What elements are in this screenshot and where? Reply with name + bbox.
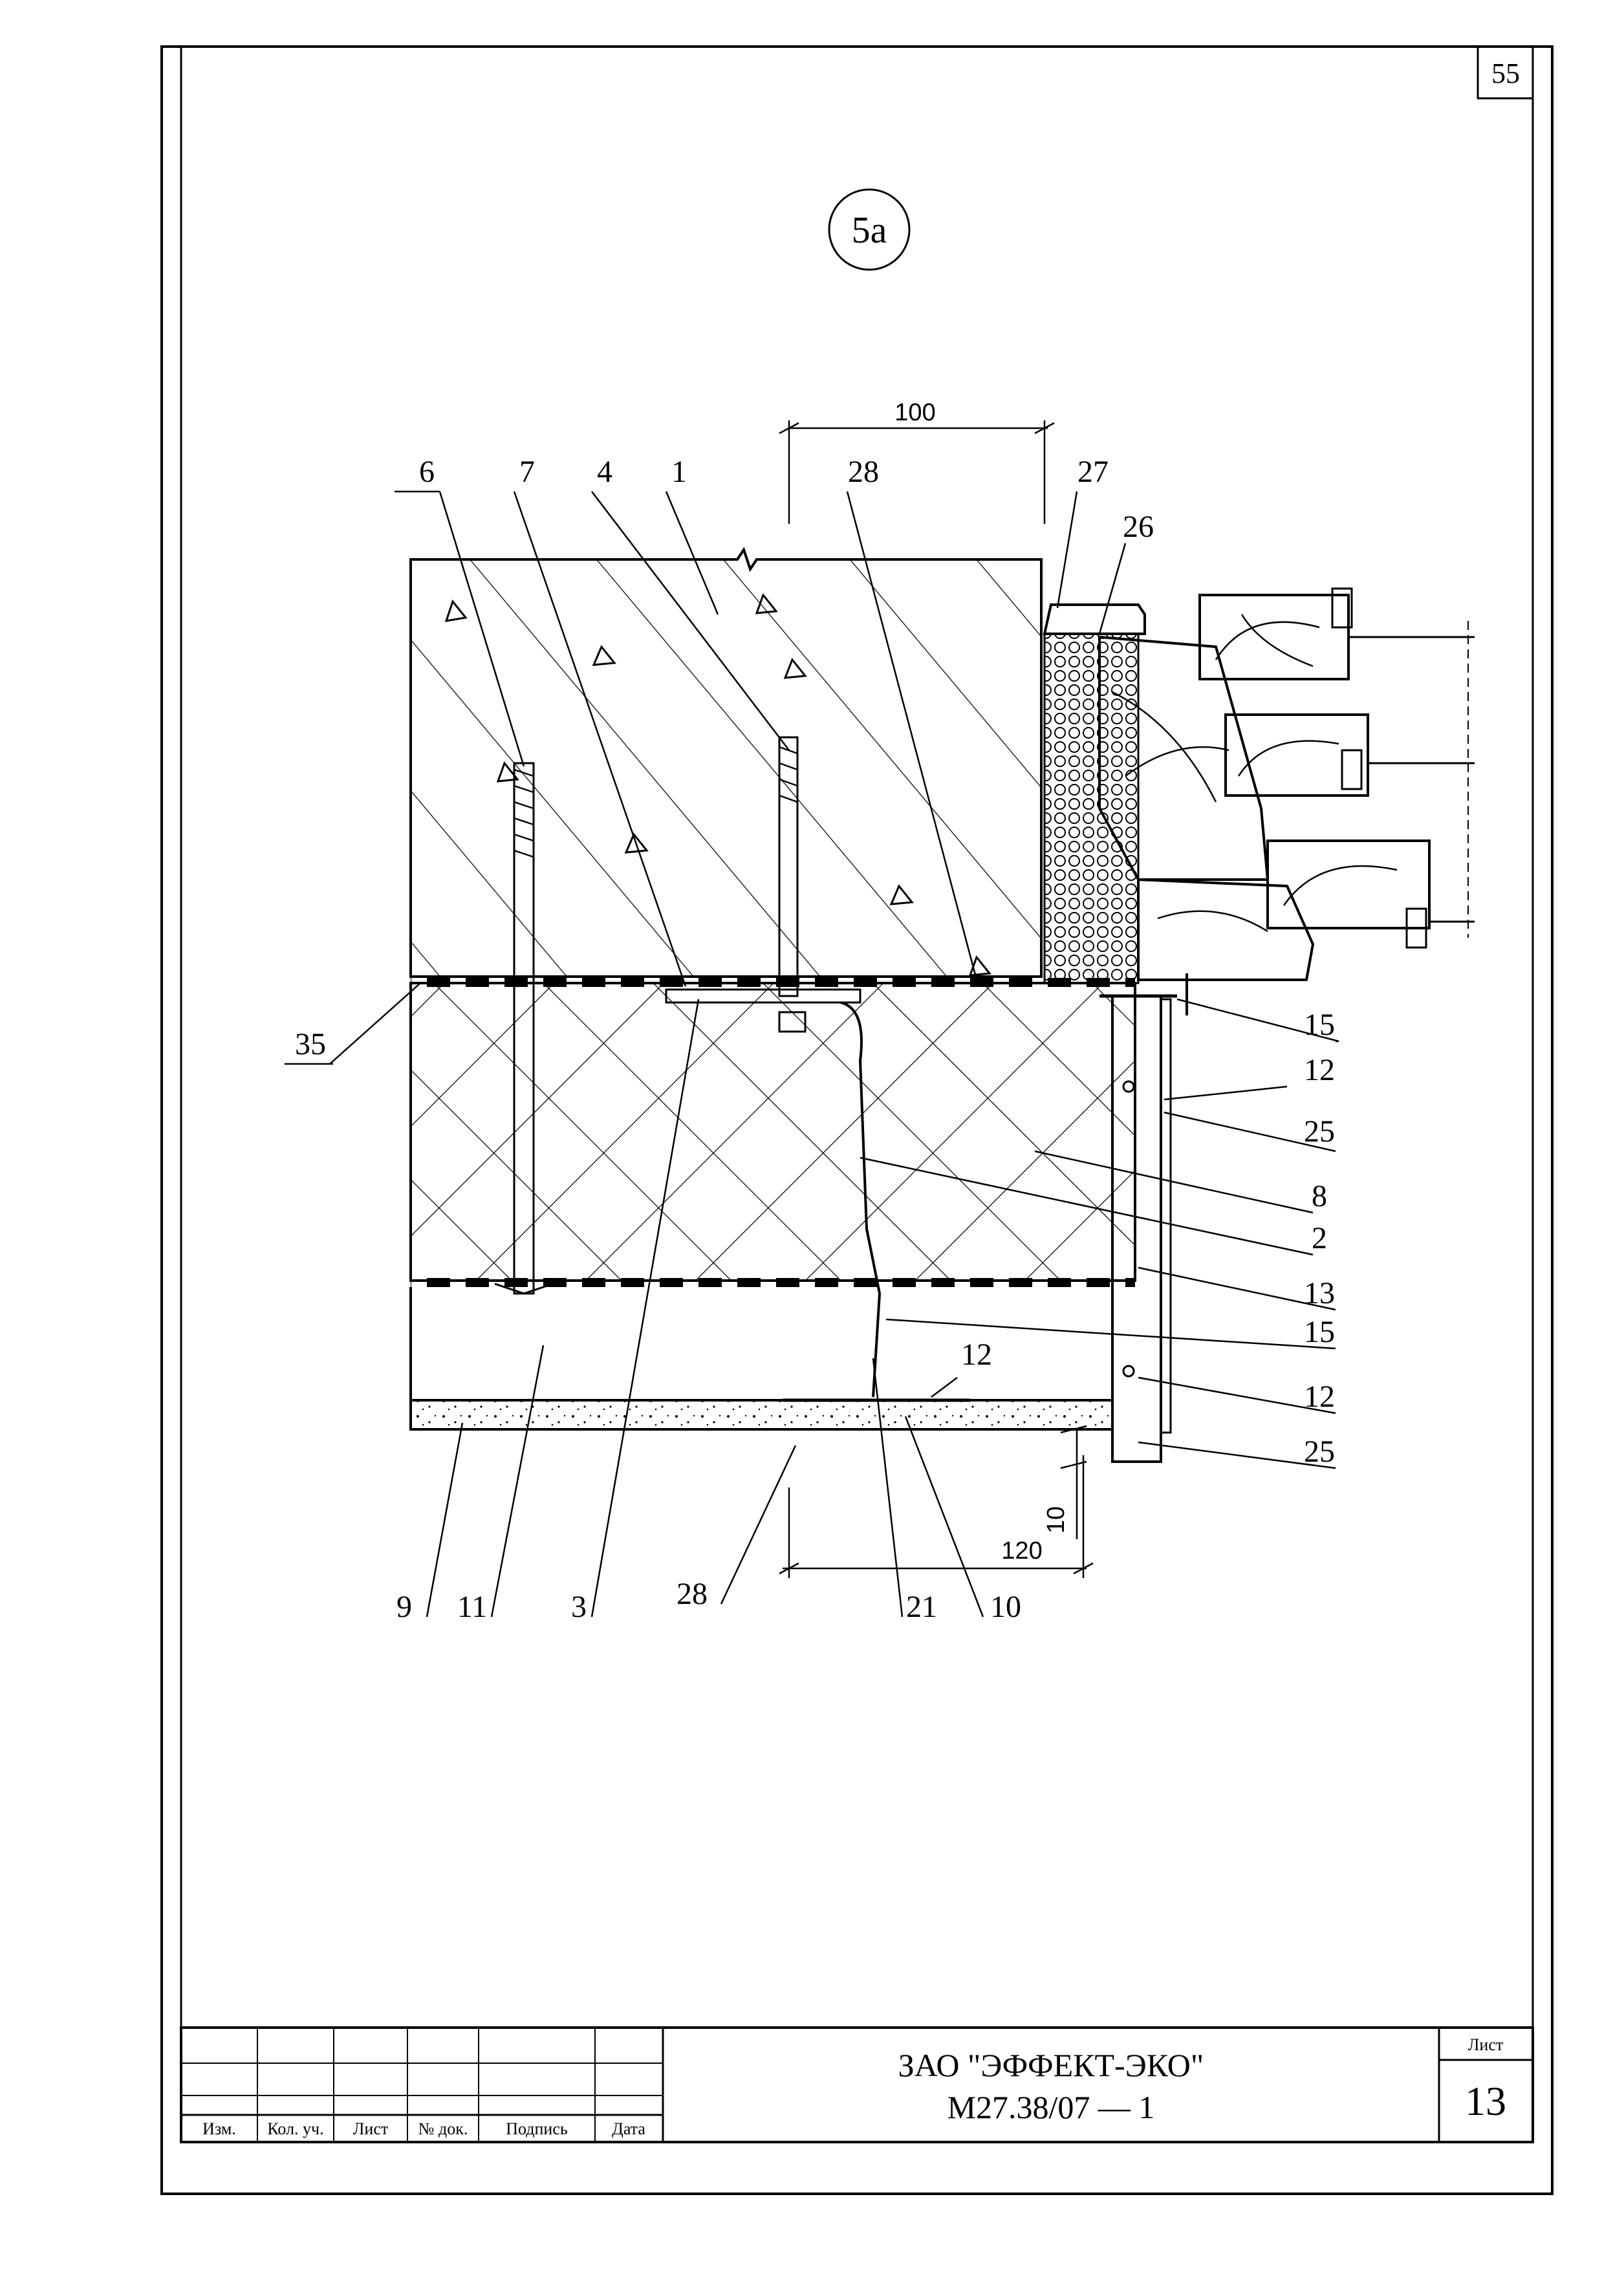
callout-12-lower: 12: [1304, 1380, 1335, 1414]
callout-21: 21: [906, 1590, 937, 1624]
callout-12-upper: 12: [1304, 1053, 1335, 1087]
callout-10: 10: [990, 1590, 1021, 1624]
callout-15-lower: 15: [1304, 1315, 1335, 1349]
callout-28-top: 28: [848, 455, 879, 489]
dimension-vertical: 10: [1043, 1506, 1070, 1533]
callout-6: 6: [419, 455, 435, 489]
callout-25-upper: 25: [1304, 1114, 1335, 1149]
document-code: М27.38/07 — 1: [947, 2089, 1155, 2125]
page-number: 55: [1491, 58, 1520, 89]
concrete-wall: [409, 547, 1043, 978]
header-kol-uch: Кол. уч.: [267, 2119, 323, 2138]
dimension-lines: [779, 420, 1094, 1578]
dimension-top: 100: [894, 399, 935, 426]
callout-8: 8: [1312, 1179, 1327, 1213]
callout-27: 27: [1077, 455, 1109, 489]
callout-28-bottom: 28: [677, 1577, 708, 1611]
callout-25-lower: 25: [1304, 1435, 1335, 1469]
dimension-bottom: 120: [1001, 1537, 1042, 1565]
callout-26: 26: [1123, 510, 1154, 544]
callout-4: 4: [597, 455, 612, 489]
header-doc-number: № док.: [418, 2119, 468, 2138]
header-date: Дата: [612, 2119, 645, 2138]
leader-lines: [329, 490, 1339, 1618]
callouts-top: 6 7 4 1 28 27 26: [419, 455, 1154, 544]
header-list: Лист: [353, 2119, 388, 2138]
callouts-bottom: 9 11 3 28 21 10: [396, 1577, 1021, 1624]
side-profile: [1099, 973, 1188, 1463]
callout-12-inner: 12: [961, 1337, 992, 1372]
detail-marker-label: 5а: [852, 209, 887, 251]
header-izm: Изм.: [202, 2119, 236, 2138]
detail-marker: 5а: [828, 188, 911, 271]
sheet-number: 13: [1465, 2078, 1506, 2124]
dimension-values: 100 120 10: [894, 399, 1070, 1565]
callout-7: 7: [519, 455, 535, 489]
callout-13: 13: [1304, 1276, 1335, 1310]
callout-2: 2: [1312, 1221, 1327, 1255]
callout-1: 1: [671, 455, 687, 489]
organization-name: ЗАО "ЭФФЕКТ-ЭКО": [898, 2047, 1204, 2083]
insulation-layer: [409, 978, 1136, 1287]
callout-9: 9: [396, 1590, 412, 1624]
callout-3: 3: [571, 1590, 587, 1624]
cladding-slab: [409, 1287, 1114, 1431]
callouts-left: 35: [285, 1027, 333, 1065]
title-block: Изм. Кол. уч. Лист № док. Подпись Дата З…: [180, 2026, 1534, 2143]
header-signature: Подпись: [506, 2119, 568, 2138]
fasteners: [494, 736, 970, 1402]
callout-15-upper: 15: [1304, 1008, 1335, 1042]
sheet-label: Лист: [1468, 2035, 1503, 2054]
window-frame: [1043, 587, 1475, 984]
callout-11: 11: [457, 1590, 487, 1624]
callout-35: 35: [295, 1027, 326, 1061]
callouts-right: 15 12 25 8 2 13 15 12 25 12: [961, 1008, 1335, 1469]
